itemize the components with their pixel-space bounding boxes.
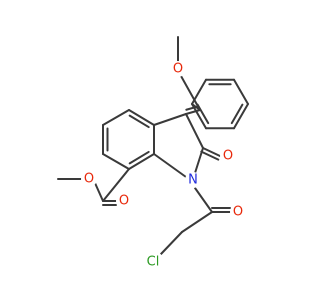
bond-c3a-c3	[153, 113, 187, 126]
bonds-group	[57, 36, 249, 255]
bond-phenyl-3	[233, 103, 249, 130]
bond-c3-c2	[185, 113, 204, 149]
atom-methoxy-o: O	[170, 61, 186, 77]
bond-c2-ketone-inner	[200, 150, 220, 161]
molecule-structure: O O N O O O Cl	[57, 36, 249, 273]
atom-ketone-o: O	[220, 148, 236, 164]
bond-n-c7a	[153, 153, 187, 178]
atom-acyl-o: O	[230, 204, 246, 220]
bond-ring-ester-c	[102, 168, 130, 202]
atom-label-methoxy-o: O	[173, 62, 183, 77]
atom-label-acyl-o: O	[233, 205, 243, 220]
bond-phenyl-0	[191, 78, 207, 105]
bond-n-acyl	[194, 187, 213, 213]
atom-label-ketone-o: O	[223, 149, 233, 164]
atom-label-ester-o-double: O	[119, 194, 129, 209]
bond-ring-a-b	[128, 109, 155, 126]
bond-acyl-ch2	[181, 211, 213, 233]
atom-label-nitrogen: N	[188, 173, 198, 188]
bond-ring-f-a	[102, 109, 130, 126]
atom-nitrogen: N	[185, 172, 201, 188]
atom-chlorine: Cl	[142, 251, 164, 273]
bond-ring-a-b-inner	[128, 114, 150, 129]
bond-ring-c-d-inner	[128, 150, 150, 165]
bond-phenyl-inner-3	[230, 103, 244, 125]
bond-phenyl-5	[191, 103, 207, 130]
atom-ester-o-single: O	[81, 171, 97, 187]
bond-c3-exocyclic	[185, 109, 201, 115]
atom-label-chlorine: Cl	[147, 255, 160, 270]
bond-ch2-cl	[160, 231, 183, 255]
atom-ester-o-double: O	[116, 193, 132, 209]
bond-c2-ketone	[202, 147, 221, 157]
atom-label-ester-o-single: O	[84, 172, 94, 187]
bond-phenyl-2	[233, 78, 249, 105]
bond-ester-o-single	[94, 182, 104, 202]
bond-phenyl-inner-5	[196, 103, 210, 125]
bond-ring-c-d	[128, 153, 155, 170]
bond-ring-d-e	[102, 153, 130, 170]
